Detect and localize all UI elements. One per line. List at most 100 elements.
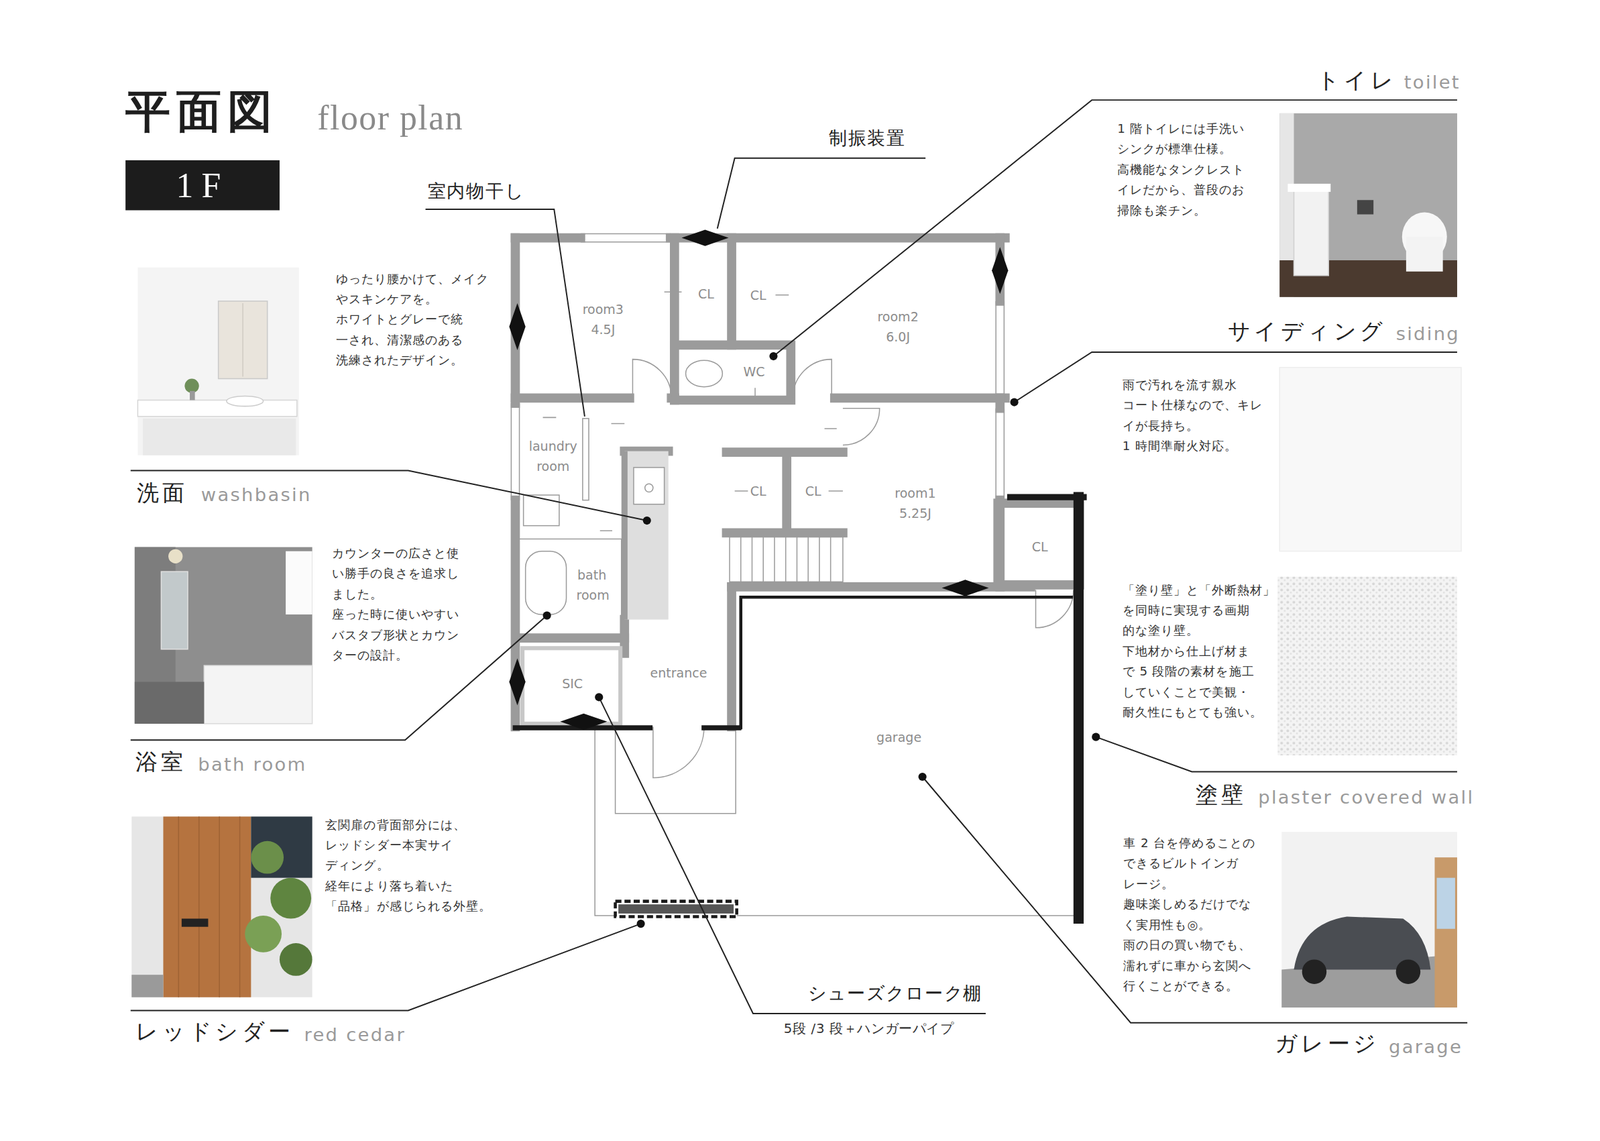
callout-title: トイレ (1317, 67, 1397, 94)
windows-part (995, 301, 1004, 399)
room-label: room3 (581, 301, 625, 318)
room-label: WC (742, 363, 766, 379)
fixtures-part (523, 494, 560, 526)
callout-title-en: red cedar (303, 1023, 406, 1046)
photo-toilet-part (1279, 113, 1458, 298)
photo-red-cedar-part (181, 918, 209, 927)
callout-title-en: bath room (197, 753, 307, 776)
photo-red-cedar-part (239, 816, 241, 997)
photo-red-cedar-part (178, 816, 180, 997)
fixtures-part (582, 418, 589, 501)
room-label: laundry (527, 438, 579, 454)
red-cedar-band-part (615, 901, 737, 917)
photo-bathroom-part (134, 681, 204, 723)
leader-dots-part (918, 772, 927, 781)
leader-lines-part (130, 470, 648, 521)
photo-washbasin (137, 267, 299, 456)
damper-diamonds-part (559, 713, 607, 730)
room-label: room1 (893, 485, 937, 501)
photo-plaster-part (1277, 576, 1458, 756)
callout-title-en: plaster covered wall (1258, 785, 1474, 809)
walls-part (726, 451, 843, 533)
photo-washbasin-part (137, 267, 299, 456)
callout-text: 下地材から仕上げ材ま で 5 段階の素材を施工 していくことで美観・ 耐久性にも… (1122, 641, 1261, 723)
fixtures-part (624, 451, 668, 620)
callout-title: サイディング (1227, 318, 1387, 346)
callout-text: 趣味楽しめるだけでな く実用性も◎。 (1123, 893, 1269, 935)
garage-outline (594, 729, 1079, 916)
photo-red-cedar-part (162, 816, 251, 997)
photo-red-cedar-part (244, 915, 282, 953)
photo-red-cedar-part (131, 816, 312, 997)
damper-diamonds-part (508, 303, 526, 351)
garage-outline-part (594, 729, 1079, 916)
photo-bathroom-part (160, 571, 188, 650)
callout-text: 玄関扉の背面部分には、 レッドシダー本実サイ ディング。 (325, 814, 481, 876)
photo-washbasin-part (189, 390, 196, 401)
photo-toilet-part (1406, 236, 1444, 272)
photo-bathroom-part (168, 549, 183, 564)
photo-bathroom (134, 547, 313, 724)
fixtures-part (653, 726, 705, 778)
outer-walls-part (1073, 496, 1084, 919)
callout-text: 「塗り壁」と「外断熱材」 を同時に実現する画期 的な塗り壁。 (1122, 579, 1291, 641)
callout-text: 雨で汚れを流す親水 コート仕様なので、キレ イが長持ち。 (1122, 374, 1278, 436)
leader-lines-part (1095, 736, 1458, 772)
fixtures-part (740, 536, 831, 582)
photo-garage-part (1396, 958, 1421, 984)
walls-part (515, 233, 1005, 243)
fixtures (518, 291, 1074, 778)
damper-diamonds-part (681, 229, 729, 246)
room-label: CL (697, 286, 716, 302)
leader-dots-part (543, 610, 552, 619)
callout-text: 雨の日の買い物でも、 濡れずに車から玄関へ 行くことができる。 (1123, 934, 1269, 996)
annotation: シューズクローク棚 (808, 981, 983, 1004)
walls-part (515, 393, 674, 404)
fixtures-part (729, 536, 843, 582)
fixtures-part (518, 538, 622, 638)
room-label: CL (749, 287, 768, 303)
room-label: 4.5J (590, 321, 617, 338)
photo-siding-part (1279, 367, 1462, 552)
room-label: 5.25J (897, 505, 933, 522)
garage-outline-part (615, 729, 737, 814)
room-label: room2 (876, 308, 920, 324)
photo-toilet (1279, 113, 1458, 298)
leader-dots-part (769, 352, 778, 361)
callout-text: ホワイトとグレーで統 一され、清潔感のある 洗練されたデザイン。 (335, 309, 481, 371)
fixtures-part (632, 359, 672, 399)
callout-text: 1 時間準耐火対応。 (1122, 435, 1278, 456)
leader-dots (543, 352, 1101, 928)
windows-part (995, 408, 1004, 501)
damper-diamonds (508, 229, 1008, 730)
photo-garage-part (1434, 856, 1457, 1008)
leader-dots-part (1009, 397, 1018, 406)
page-title: 平面図 (125, 81, 279, 143)
room-label: room (535, 458, 571, 475)
red-cedar-band (615, 901, 737, 917)
windows-part (510, 403, 520, 501)
walls-part (834, 393, 1006, 404)
photo-garage-part (1302, 958, 1328, 984)
walls-part (518, 633, 625, 643)
leader-dots-part (594, 692, 603, 701)
photo-bathroom-part (134, 547, 313, 724)
callout-title: レッドシダー (135, 1018, 294, 1046)
floor-tag: 1F (125, 160, 280, 211)
callout-title: 洗面 (136, 479, 188, 507)
annotation-note: 5段 /3 段＋ハンガーパイプ (783, 1020, 955, 1037)
photo-bathroom-part (285, 551, 313, 615)
annotation: 制振装置 (828, 126, 907, 149)
leader-lines-part (717, 158, 926, 229)
photo-washbasin-part (218, 301, 268, 379)
leader-lines-part (773, 99, 1458, 357)
fixtures-part (621, 451, 628, 620)
photo-garage-part (1437, 877, 1456, 929)
floor-tag-text: 1F (176, 165, 230, 205)
walls-part (726, 586, 737, 727)
photo-washbasin-part (184, 378, 199, 393)
room-label: SIC (561, 675, 585, 692)
fixtures-part (633, 467, 665, 505)
photo-washbasin-part (137, 400, 297, 417)
callout-text: ゆったり腰かけて、メイク やスキンケアを。 (335, 268, 499, 310)
